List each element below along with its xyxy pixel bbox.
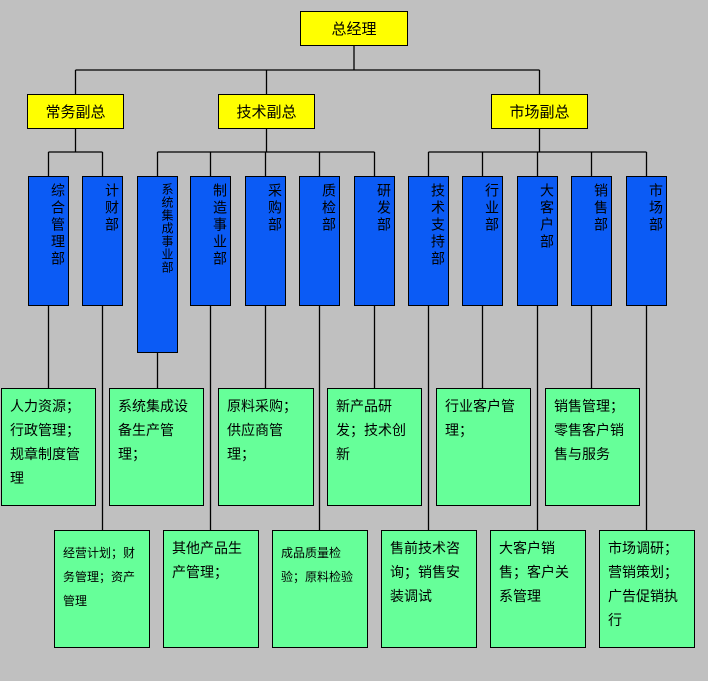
duty-industry: 行业客户管理； (436, 388, 531, 506)
duty-general-admin: 人力资源；行政管理；规章制度管理 (1, 388, 96, 506)
duty-rnd: 新产品研发；技术创新 (327, 388, 422, 506)
vp-mkt-box[interactable]: 市场副总 (491, 94, 588, 129)
duty-sales: 销售管理；零售客户销售与服务 (545, 388, 640, 506)
duty-system-integration-text: 系统集成设备生产管理； (118, 399, 188, 463)
dept-finance-label: 计财部 (103, 183, 119, 234)
dept-sales[interactable]: 销售部 (571, 176, 612, 306)
dept-quality[interactable]: 质检部 (299, 176, 340, 306)
duty-market: 市场调研；营销策划；广告促销执行 (599, 530, 695, 648)
duty-tech-support: 售前技术咨询；销售安装调试 (381, 530, 477, 648)
dept-industry[interactable]: 行业部 (462, 176, 503, 306)
dept-system-integration[interactable]: 系统集成事业部 (137, 176, 178, 353)
duty-quality: 成品质量检验；原料检验 (272, 530, 368, 648)
dept-finance[interactable]: 计财部 (82, 176, 123, 306)
duty-key-account: 大客户销售；客户关系管理 (490, 530, 586, 648)
duty-tech-support-text: 售前技术咨询；销售安装调试 (390, 541, 460, 605)
dept-manufacturing-label: 制造事业部 (211, 183, 227, 268)
dept-tech-support-label: 技术支持部 (429, 183, 445, 268)
dept-rnd-label: 研发部 (375, 183, 391, 234)
dept-industry-label: 行业部 (483, 183, 499, 234)
general-manager-box[interactable]: 总经理 (300, 11, 408, 46)
duty-manufacturing: 其他产品生产管理； (163, 530, 259, 648)
duty-key-account-text: 大客户销售；客户关系管理 (499, 541, 569, 605)
dept-key-account-label: 大客户部 (538, 183, 554, 251)
dept-market-label: 市场部 (647, 183, 663, 234)
dept-system-integration-label: 系统集成事业部 (160, 183, 174, 274)
duty-rnd-text: 新产品研发；技术创新 (336, 399, 406, 463)
duty-sales-text: 销售管理；零售客户销售与服务 (554, 399, 624, 463)
dept-key-account[interactable]: 大客户部 (517, 176, 558, 306)
duty-manufacturing-text: 其他产品生产管理； (172, 541, 242, 581)
dept-market[interactable]: 市场部 (626, 176, 667, 306)
duty-industry-text: 行业客户管理； (445, 399, 515, 439)
dept-procurement[interactable]: 采购部 (245, 176, 286, 306)
duty-procurement: 原料采购；供应商管理； (218, 388, 314, 506)
dept-general-admin[interactable]: 综合管理部 (28, 176, 69, 306)
dept-procurement-label: 采购部 (266, 183, 282, 234)
dept-rnd[interactable]: 研发部 (354, 176, 395, 306)
duty-finance-text: 经营计划；财务管理；资产管理 (63, 546, 136, 608)
vp-ops-label: 常务副总 (45, 103, 106, 121)
duty-procurement-text: 原料采购；供应商管理； (227, 399, 297, 463)
vp-tech-label: 技术副总 (236, 103, 297, 121)
dept-manufacturing[interactable]: 制造事业部 (190, 176, 231, 306)
vp-ops-box[interactable]: 常务副总 (27, 94, 124, 129)
duty-general-admin-text: 人力资源；行政管理；规章制度管理 (10, 399, 80, 487)
duty-system-integration: 系统集成设备生产管理； (109, 388, 204, 506)
dept-general-admin-label: 综合管理部 (49, 183, 65, 268)
duty-finance: 经营计划；财务管理；资产管理 (54, 530, 150, 648)
vp-tech-box[interactable]: 技术副总 (218, 94, 315, 129)
duty-quality-text: 成品质量检验；原料检验 (281, 546, 354, 584)
dept-tech-support[interactable]: 技术支持部 (408, 176, 449, 306)
dept-quality-label: 质检部 (320, 183, 336, 234)
duty-market-text: 市场调研；营销策划；广告促销执行 (608, 541, 678, 629)
dept-sales-label: 销售部 (592, 183, 608, 234)
general-manager-label: 总经理 (331, 20, 377, 38)
vp-mkt-label: 市场副总 (509, 103, 570, 121)
